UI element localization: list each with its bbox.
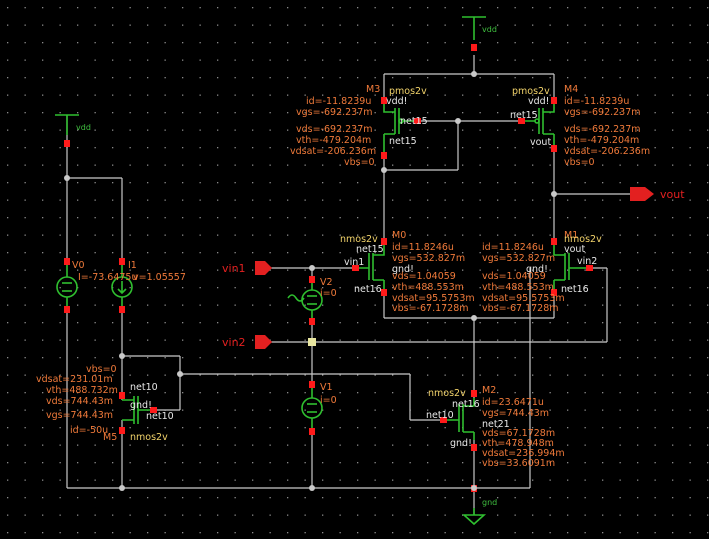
i1-inst: I1 xyxy=(128,260,137,271)
m5-vbs: vbs=0 xyxy=(86,364,117,375)
m4-bulk: vdd! xyxy=(528,96,550,107)
m4-vth: vth=-479.204m xyxy=(564,135,639,146)
vdd-left-label: vdd xyxy=(76,123,91,132)
m0-drain: net15 xyxy=(356,244,384,255)
m3-inst: M3 xyxy=(366,84,380,95)
v1-value: i=0 xyxy=(320,395,337,406)
i1-value: v=1.05557 xyxy=(133,272,186,283)
m3-gate: net15 xyxy=(400,116,428,127)
m1-source: net16 xyxy=(561,284,589,295)
vin1-port-label: vin1 xyxy=(222,262,246,275)
m3-vds: vds=-692.237m xyxy=(296,124,373,135)
m0-vbs: vbs=-67.1728m xyxy=(392,303,469,314)
m5-model: nmos2v xyxy=(130,432,168,443)
m4-vds: vds=-692.237m xyxy=(564,124,641,135)
m2-gate: net10 xyxy=(426,410,454,421)
m2-model: nmos2v xyxy=(428,388,466,399)
m3-vbs: vbs=0 xyxy=(344,157,375,168)
vout-port-label: vout xyxy=(660,188,685,201)
m3-bulk: vdd! xyxy=(386,96,408,107)
m1-model: nmos2v xyxy=(564,234,602,245)
m5-vdsat: vdsat=231.01m xyxy=(36,374,113,385)
m0-gate: vin1 xyxy=(344,257,364,268)
m5-vgs: vgs=744.43m xyxy=(46,410,113,421)
m0-vdsat: vdsat=95.5753m xyxy=(392,293,475,304)
m3-vdsat: vdsat=-206.236m xyxy=(290,146,376,157)
m3-vth: vth=-479.204m xyxy=(296,135,371,146)
m2-source: net21 xyxy=(482,419,510,430)
m2-vbs: vbs=33.6091m xyxy=(482,458,555,469)
m0-bulk: gnd! xyxy=(392,264,414,275)
v2-inst: V2 xyxy=(320,277,333,288)
m3-vgs: vgs=-692.237m xyxy=(296,107,373,118)
v0-inst: V0 xyxy=(72,260,85,271)
vout-port-icon[interactable] xyxy=(630,187,654,201)
m2-vdsat: vdsat=236.994m xyxy=(482,448,565,459)
vdd-top-label: vdd xyxy=(482,25,497,34)
m5-gate: net10 xyxy=(146,411,174,422)
m2-id: id=23.6471u xyxy=(482,397,544,408)
m5-id: id=-50u xyxy=(70,425,108,436)
v2-value: i=0 xyxy=(320,288,337,299)
m2-bulk: gnd! xyxy=(450,438,472,449)
m1-vdsat: vdsat=95.5753m xyxy=(482,293,565,304)
m5-vth: vth=488.732m xyxy=(46,385,118,396)
m4-vdsat: vdsat=-206.236m xyxy=(564,146,650,157)
v0-value: I=-73.6475u xyxy=(78,272,138,283)
m3-model: pmos2v xyxy=(389,86,427,97)
m5-inst: M5 xyxy=(103,432,117,443)
m1-inst: M1 xyxy=(564,230,578,241)
m4-inst: M4 xyxy=(564,84,578,95)
m1-vgs: vgs=532.827m xyxy=(482,253,555,264)
m2-vgs: vgs=744.43m xyxy=(482,408,549,419)
m4-vbs: vbs=0 xyxy=(564,157,595,168)
m4-vgs: vgs=-692.237m xyxy=(564,107,641,118)
m0-vth: vth=488.553m xyxy=(392,282,464,293)
m1-vth: vth=488.553m xyxy=(482,282,554,293)
m4-model: pmos2v xyxy=(512,86,550,97)
m5-vds: vds=744.43m xyxy=(46,396,113,407)
m4-drain: vout xyxy=(530,137,551,148)
m2-vds: vds=67.1728m xyxy=(482,428,555,439)
m1-vds: vds=1.04059 xyxy=(482,271,546,282)
m4-id: id=-11.8239u xyxy=(564,96,629,107)
m1-drain: vout xyxy=(564,244,585,255)
pins xyxy=(64,44,593,492)
m1-gate: vin2 xyxy=(577,256,597,267)
m0-inst: M0 xyxy=(392,230,406,241)
m1-bulk: gnd! xyxy=(526,264,548,275)
vin2-port-icon[interactable] xyxy=(255,335,272,349)
m3-id: id=-11.8239u xyxy=(306,96,371,107)
v1-inst: V1 xyxy=(320,382,333,393)
gnd-label: gnd xyxy=(482,498,497,507)
m1-vbs: vbs=-67.1728m xyxy=(482,303,559,314)
m1-id: id=11.8246u xyxy=(482,242,544,253)
m0-vds: vds=1.04059 xyxy=(392,271,456,282)
m2-inst: M2 xyxy=(482,385,496,396)
m2-vth: vth=478.948m xyxy=(482,438,554,449)
m0-vgs: vgs=532.827m xyxy=(392,253,465,264)
m4-gate: net15 xyxy=(510,110,538,121)
m3-drain: net15 xyxy=(389,136,417,147)
m0-id: id=11.8246u xyxy=(392,242,454,253)
vin1-port-icon[interactable] xyxy=(255,261,272,275)
m2-drain: net16 xyxy=(452,399,480,410)
m0-source: net16 xyxy=(354,284,382,295)
m5-drain: net10 xyxy=(130,382,158,393)
vin2-port-label: vin2 xyxy=(222,336,246,349)
m0-model: nmos2v xyxy=(340,234,378,245)
m5-bulk: gnd! xyxy=(130,400,152,411)
